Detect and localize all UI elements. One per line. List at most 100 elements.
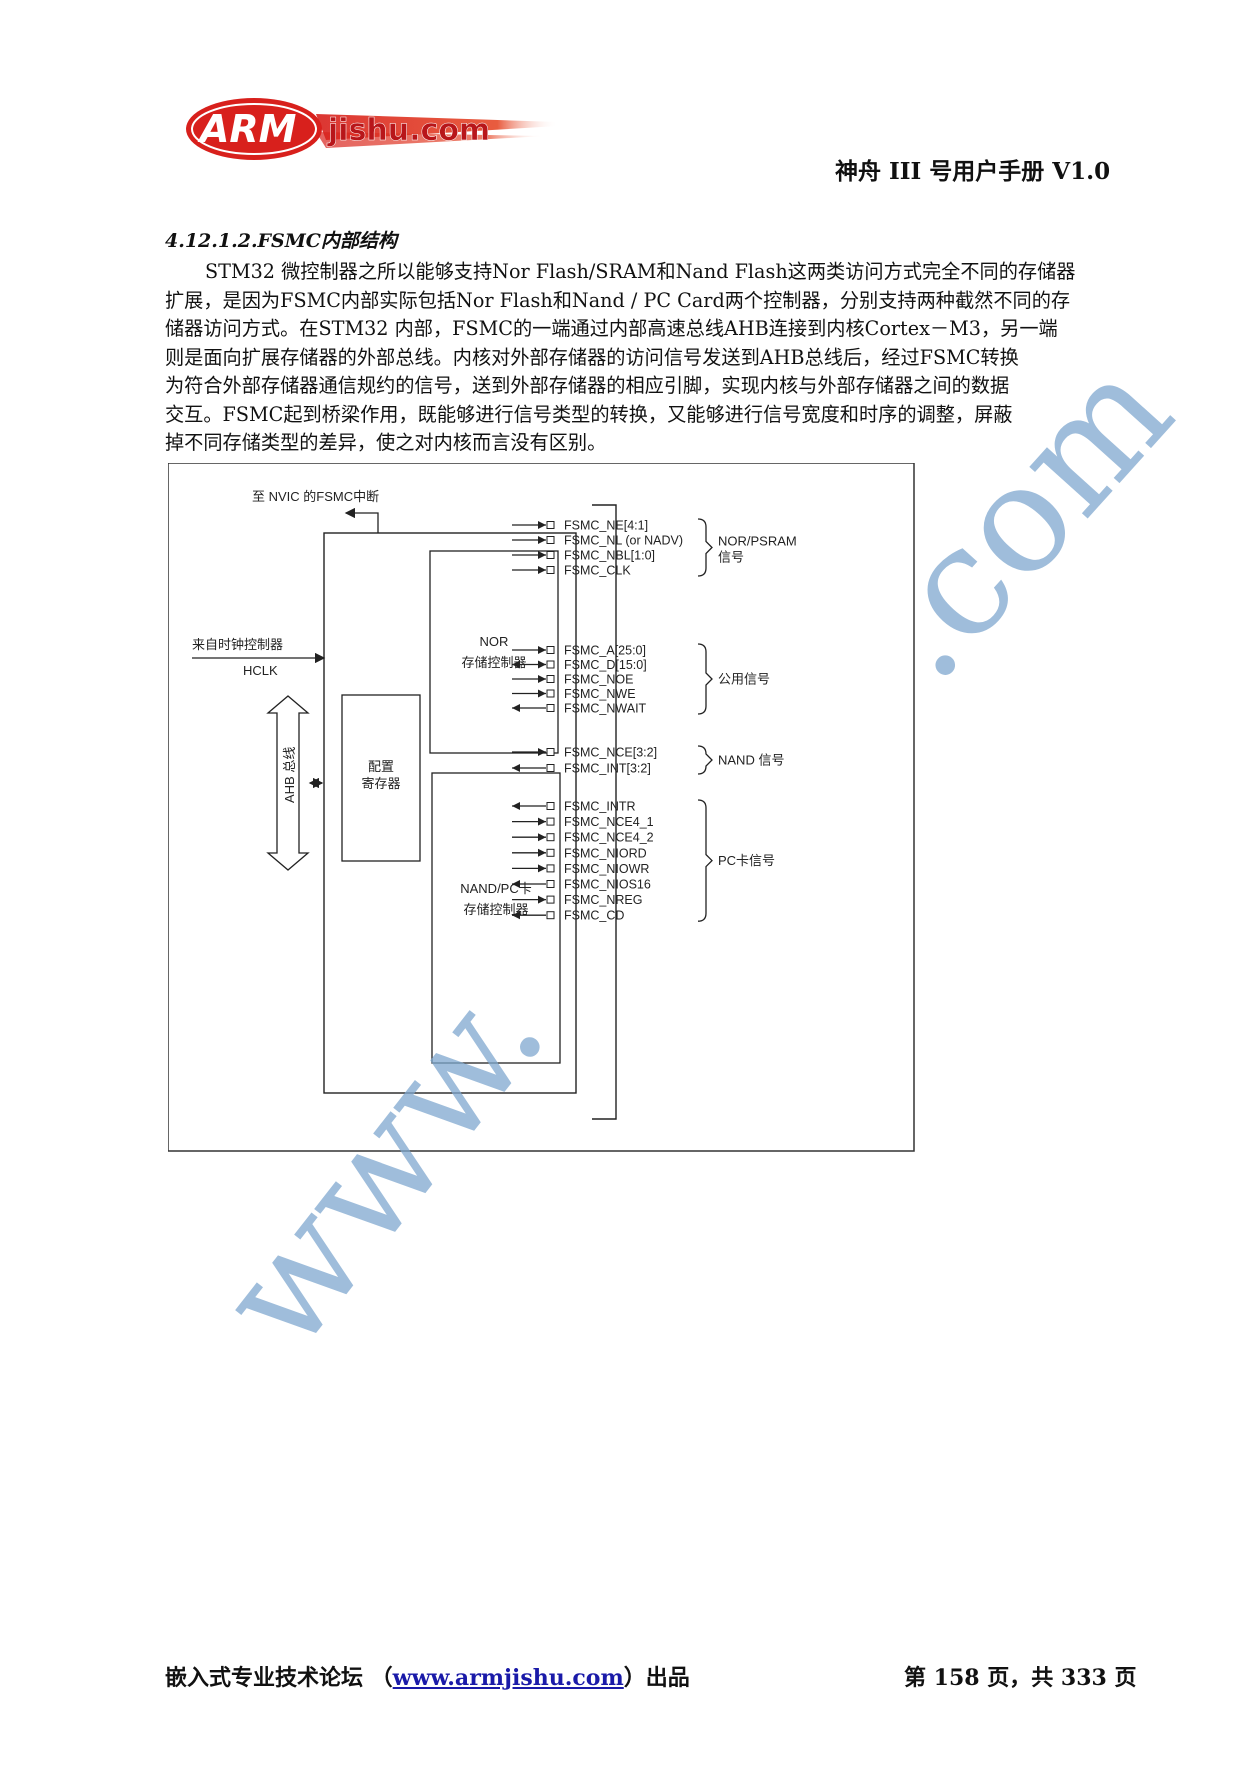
nand-controller-block — [431, 772, 561, 1064]
nor-label: NOR — [480, 634, 509, 649]
signal-arrow-out — [538, 833, 546, 842]
body-paragraph: STM32 微控制器之所以能够支持Nor Flash/SRAM和Nand Fla… — [165, 258, 1135, 458]
footer-suffix: ）出品 — [623, 1665, 690, 1691]
signal-arrow-out — [538, 536, 546, 544]
pin-square — [546, 660, 555, 669]
signal-label: FSMC_NCE4_2 — [564, 831, 654, 845]
paragraph-line: STM32 微控制器之所以能够支持Nor Flash/SRAM和Nand Fla… — [205, 260, 1076, 283]
pin-square — [546, 566, 555, 574]
signal-arrow-out — [538, 566, 546, 574]
signal-label: FSMC_NWAIT — [564, 702, 647, 716]
nor-controller-block — [429, 550, 559, 754]
paragraph-line: 交互。FSMC起到桥梁作用，既能够进行信号类型的转换，又能够进行信号宽度和时序的… — [165, 402, 1013, 426]
paragraph-line: 掉不同存储类型的差异，使之对内核而言没有区别。 — [165, 431, 607, 454]
armjishu-logo: ARM jishu.com — [186, 98, 558, 160]
pin-square — [546, 833, 555, 842]
signal-label: FSMC_NCE4_1 — [564, 815, 654, 829]
footer-prefix: 嵌入式专业技术论坛 （ — [165, 1665, 393, 1691]
pin-square — [546, 802, 555, 810]
group-brace — [697, 643, 713, 715]
signal-label: FSMC_A[25:0] — [564, 644, 646, 658]
external-bus — [592, 504, 617, 1120]
group-label: NAND 信号 — [718, 753, 784, 768]
pin-square — [546, 704, 555, 712]
signal-label: FSMC_CD — [564, 909, 624, 923]
ahb-label: AHB 总线 — [282, 747, 297, 803]
nvic-label: 至 NVIC 的FSMC中断 — [252, 489, 379, 504]
group-brace — [697, 518, 713, 577]
signal-arrow-in — [512, 911, 520, 920]
paragraph-line: 扩展，是因为FSMC内部实际包括Nor Flash和Nand / PC Card… — [165, 288, 1071, 312]
group-brace — [697, 799, 713, 922]
signal-arrow-out — [538, 895, 546, 904]
pin-square — [546, 748, 555, 756]
group-brace — [697, 745, 713, 775]
pin-square — [546, 911, 555, 920]
signal-label: FSMC_NWE — [564, 687, 636, 701]
signal-arrow-in — [512, 764, 520, 772]
pin-square — [546, 764, 555, 772]
signal-label: FSMC_NREG — [564, 893, 642, 907]
pin-square — [546, 521, 555, 529]
signal-label: FSMC_NCE[3:2] — [564, 746, 657, 760]
signal-arrow-in — [512, 880, 520, 888]
hclk-label: HCLK — [243, 663, 278, 678]
pin-square — [546, 689, 555, 698]
signal-arrow-out — [538, 675, 546, 683]
nvic-arrow — [344, 507, 379, 533]
svg-text:jishu.com: jishu.com — [327, 113, 490, 148]
config-label-2: 寄存器 — [361, 776, 400, 791]
signal-arrow-in — [512, 660, 520, 669]
signal-arrow-out — [538, 646, 546, 654]
signal-label: FSMC_CLK — [564, 564, 631, 578]
config-register-block — [341, 694, 421, 862]
signal-arrow-in — [512, 704, 520, 712]
config-label: 配置 — [368, 759, 394, 774]
footer-forum: 嵌入式专业技术论坛 （www.armjishu.com）出品 — [165, 1660, 690, 1692]
pin-square — [546, 646, 555, 654]
section-heading: 4.12.1.2.FSMC内部结构 — [165, 230, 397, 252]
group-label: NOR/PSRAM — [718, 534, 797, 549]
signal-arrow-out — [538, 864, 546, 873]
pin-square — [546, 880, 555, 888]
signal-arrow-out — [538, 689, 546, 698]
signal-label: FSMC_NOE — [564, 673, 633, 687]
clock-label: 来自时钟控制器 — [192, 637, 283, 652]
group-label-2: 信号 — [718, 550, 744, 565]
signal-label: FSMC_INTR — [564, 800, 636, 814]
paragraph-line: 储器访问方式。在STM32 内部，FSMC的一端通过内部高速总线AHB连接到内核… — [165, 317, 1058, 340]
ahb-bus-arrow — [266, 695, 310, 871]
signal-label: FSMC_INT[3:2] — [564, 762, 651, 776]
pin-square — [546, 817, 555, 826]
fsmc-block — [323, 532, 577, 1094]
signal-lines: FSMC_NE[4:1]FSMC_NL (or NADV)FSMC_NBL[1:… — [512, 518, 797, 923]
signal-label: FSMC_NE[4:1] — [564, 519, 648, 533]
signal-arrow-out — [538, 551, 546, 559]
signal-label: FSMC_NBL[1:0] — [564, 549, 655, 563]
footer-link[interactable]: www.armjishu.com — [392, 1665, 624, 1691]
paragraph-line: 为符合外部存储器通信规约的信号，送到外部存储器的相应引脚，实现内核与外部存储器之… — [165, 374, 1010, 397]
group-label: PC卡信号 — [718, 853, 775, 868]
signal-arrow-out — [538, 521, 546, 529]
signal-label: FSMC_NIOS16 — [564, 878, 651, 892]
signal-label: FSMC_NIORD — [564, 846, 647, 860]
manual-title: 神舟 III 号用户手册 V1.0 — [835, 158, 1111, 185]
signal-arrow-out — [538, 748, 546, 756]
signal-arrow-out — [538, 817, 546, 826]
group-label: 公用信号 — [718, 672, 770, 687]
page-number: 第 158 页，共 333 页 — [904, 1665, 1137, 1691]
pin-square — [546, 551, 555, 559]
fsmc-block-diagram: 至 NVIC 的FSMC中断 来自时钟控制器 HCLK AHB 总线 配置 寄存… — [168, 463, 915, 1152]
signal-label: FSMC_D[15:0] — [564, 658, 647, 672]
svg-text:ARM: ARM — [197, 107, 297, 151]
nor-label-2: 存储控制器 — [461, 655, 526, 670]
pin-square — [546, 895, 555, 904]
pin-square — [546, 675, 555, 683]
signal-label: FSMC_NIOWR — [564, 862, 649, 876]
paragraph-line: 则是面向扩展存储器的外部总线。内核对外部存储器的访问信号发送到AHB总线后，经过… — [165, 345, 1019, 369]
nand-label-2: 存储控制器 — [463, 902, 528, 917]
signal-arrow-out — [538, 848, 546, 857]
pin-square — [546, 848, 555, 857]
signal-label: FSMC_NL (or NADV) — [564, 534, 683, 548]
signal-arrow-in — [512, 802, 520, 810]
